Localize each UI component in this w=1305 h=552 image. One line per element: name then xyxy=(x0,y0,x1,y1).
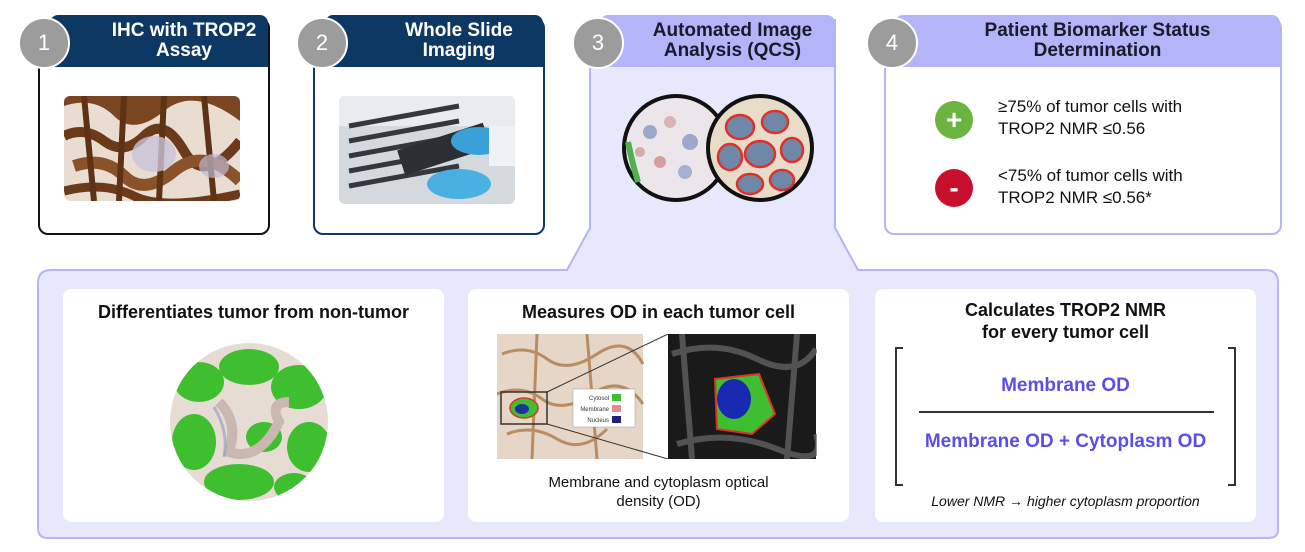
formula-denominator: Membrane OD + Cytoplasm OD xyxy=(924,431,1207,452)
qcs-analysis-image xyxy=(622,94,814,202)
step4-number-badge: 4 xyxy=(866,17,918,69)
od-legend-box: Cytosol Membrane Nucleus xyxy=(572,388,636,428)
formula-numerator: Membrane OD xyxy=(1001,375,1130,396)
step4-header: Patient Biomarker Status Determination xyxy=(895,15,1280,67)
legend-cytosol: Cytosol xyxy=(589,396,609,402)
step4-title: Patient Biomarker Status Determination xyxy=(984,20,1211,61)
step2-title: Whole Slide Imaging xyxy=(405,20,513,61)
step3-title: Automated Image Analysis (QCS) xyxy=(652,20,813,61)
calculate-title: Calculates TROP2 NMR for every tumor cel… xyxy=(964,300,1167,342)
step2-number-badge: 2 xyxy=(296,17,348,69)
legend-nucleus: Nucleus xyxy=(587,418,609,424)
measure-title: Measures OD in each tumor cell xyxy=(521,302,796,322)
ihc-tissue-image xyxy=(64,96,240,201)
step1-title: IHC with TROP2 Assay xyxy=(111,20,257,61)
step1-number-badge: 1 xyxy=(18,17,70,69)
slide-scanner-image xyxy=(339,96,515,204)
nmr-note: Lower NMR → higher cytoplasm proportion xyxy=(931,493,1200,509)
formula-fraction-line xyxy=(919,411,1214,413)
positive-status-icon: + xyxy=(935,101,973,139)
formula-right-bracket xyxy=(1228,347,1236,486)
differentiate-panel: Differentiates tumor from non-tumor xyxy=(63,289,444,522)
positive-status-text: ≥75% of tumor cells with TROP2 NMR ≤0.56 xyxy=(998,97,1183,138)
step3-number-badge: 3 xyxy=(572,17,624,69)
formula-left-bracket xyxy=(895,347,903,486)
measure-caption: Membrane and cytoplasm optical density (… xyxy=(548,474,769,510)
od-measurement-image: Cytosol Membrane Nucleus xyxy=(497,334,817,459)
calculate-panel: Calculates TROP2 NMR for every tumor cel… xyxy=(875,289,1256,522)
measure-panel: Measures OD in each tumor cell Cytosol M… xyxy=(468,289,849,522)
step2-header: Whole Slide Imaging xyxy=(325,15,543,67)
tumor-segmentation-image xyxy=(170,343,328,501)
negative-status-icon: - xyxy=(935,169,973,207)
step3-header: Automated Image Analysis (QCS) xyxy=(600,15,835,67)
differentiate-title: Differentiates tumor from non-tumor xyxy=(97,302,409,322)
step1-header: IHC with TROP2 Assay xyxy=(50,15,268,67)
negative-status-text: <75% of tumor cells with TROP2 NMR ≤0.56… xyxy=(998,166,1183,207)
legend-membrane: Membrane xyxy=(580,407,609,413)
